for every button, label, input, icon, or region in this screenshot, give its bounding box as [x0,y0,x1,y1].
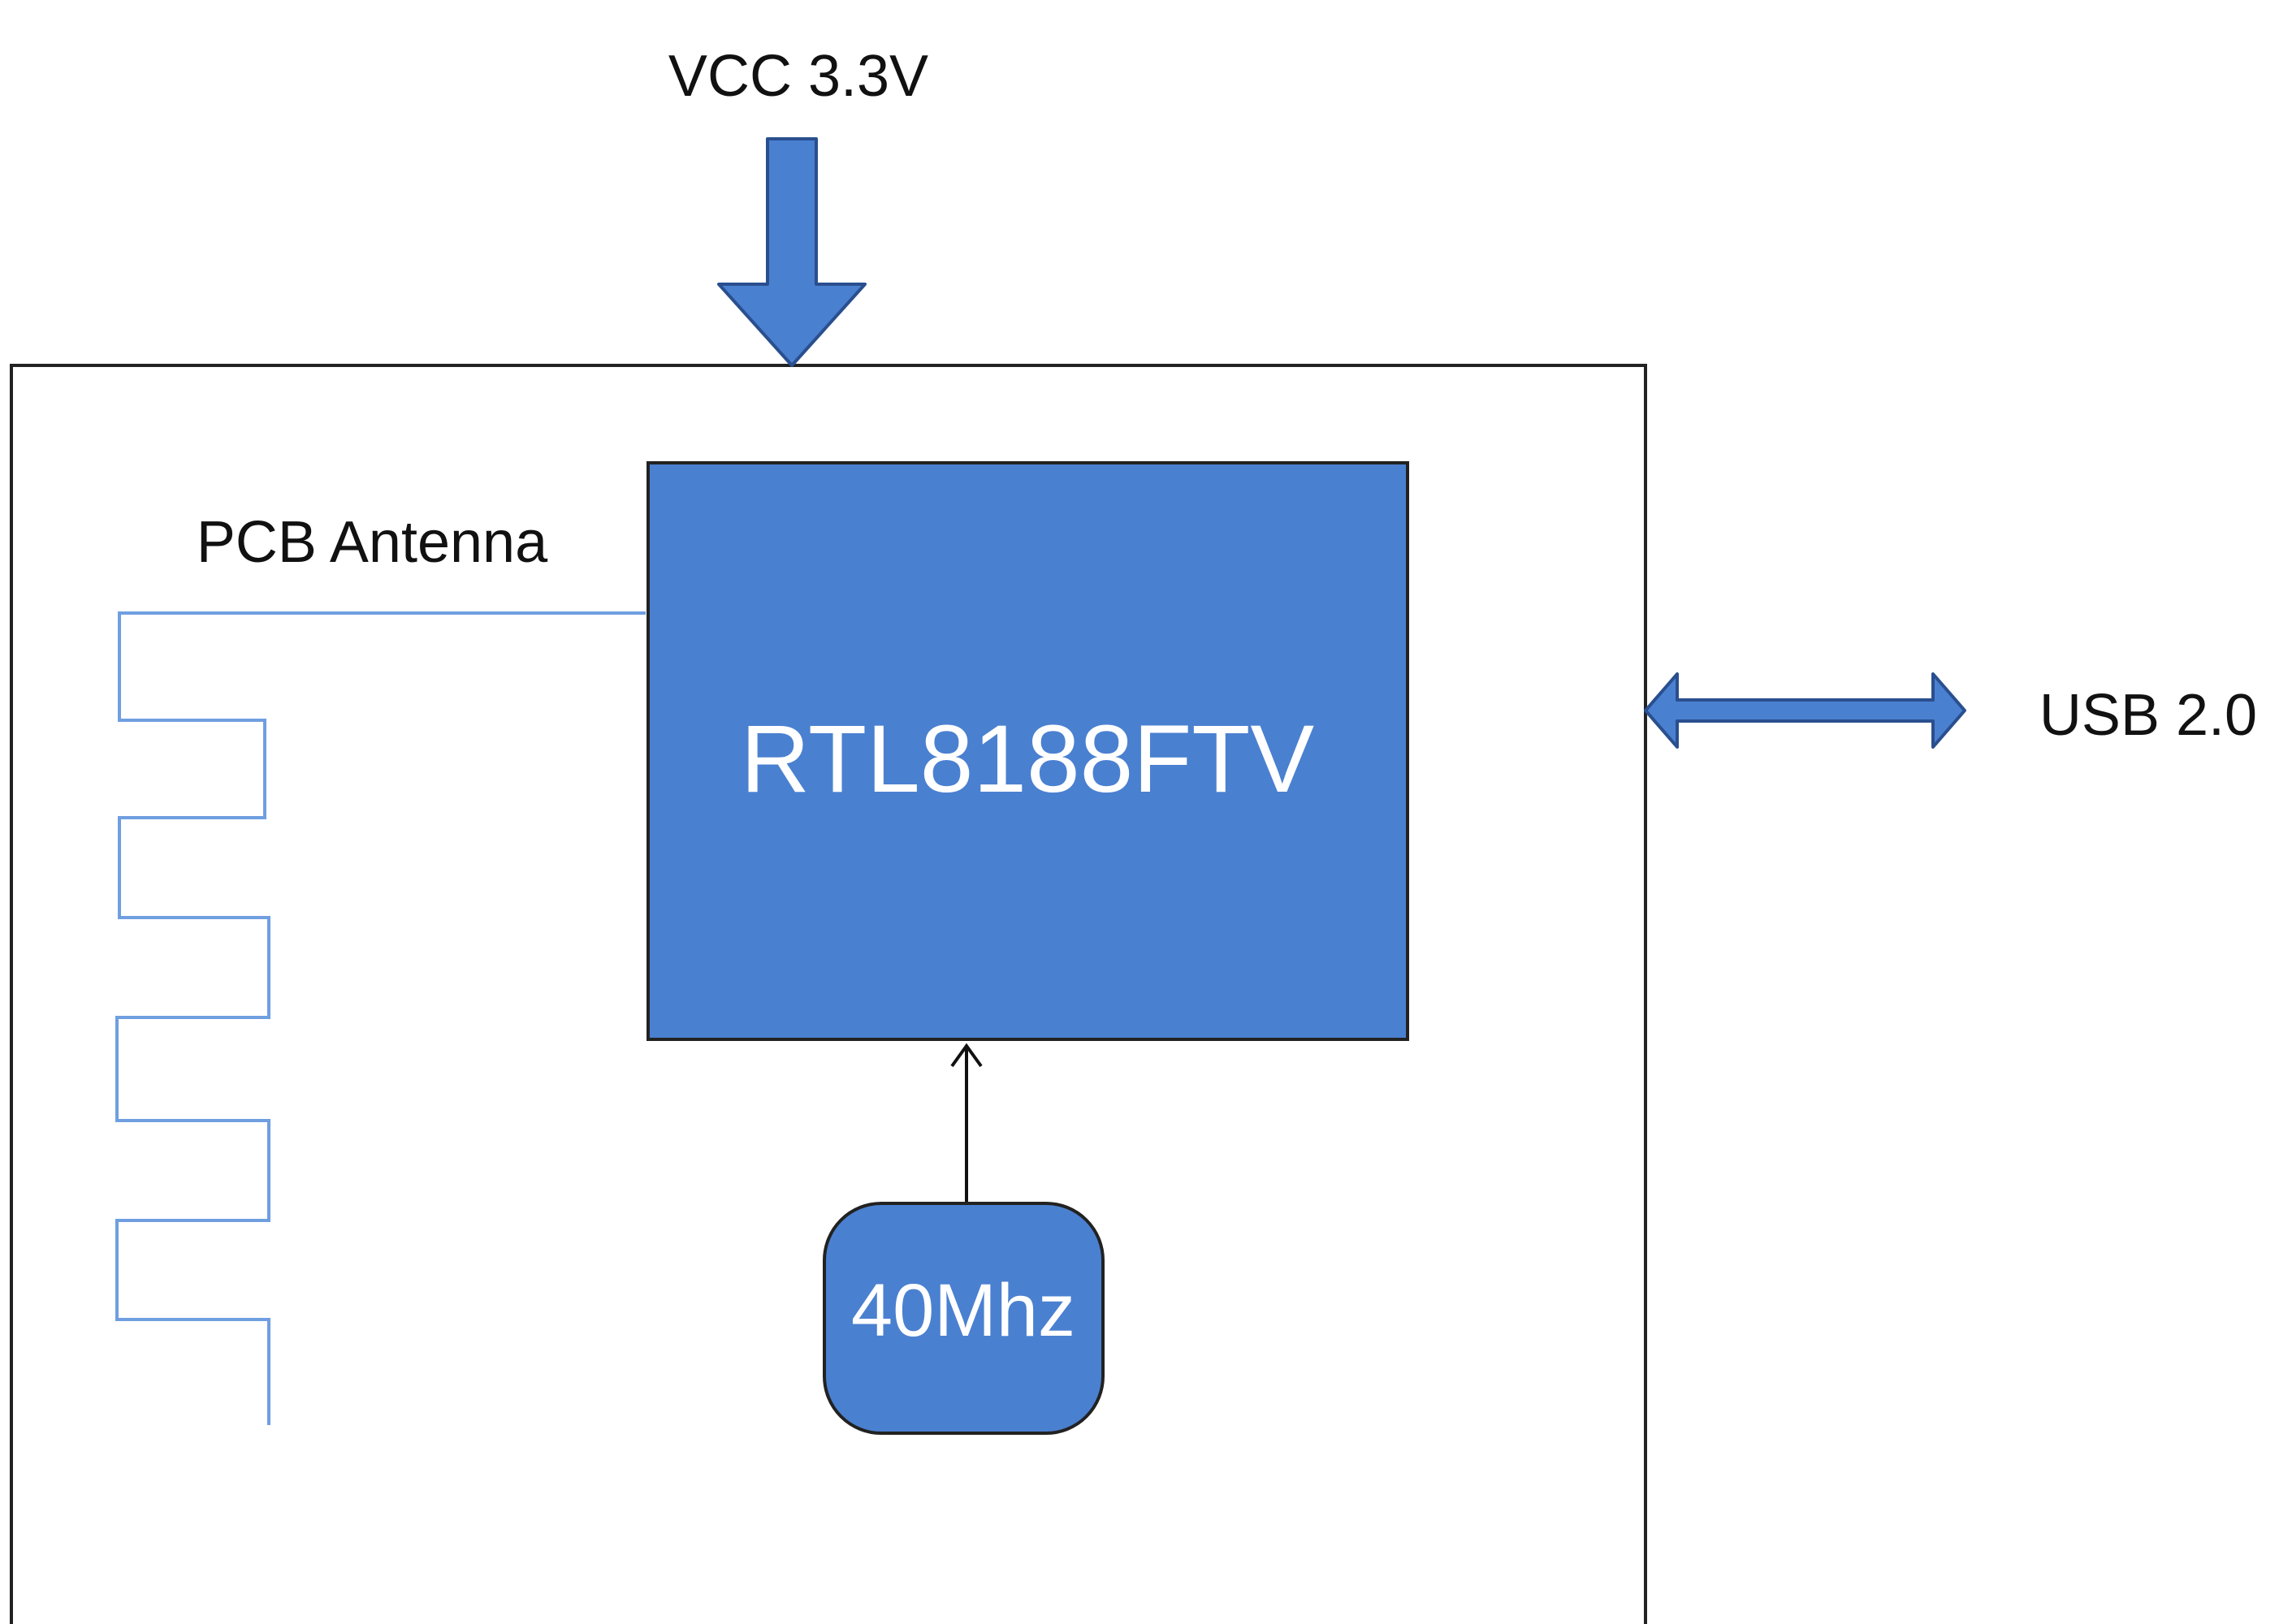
usb-label: USB 2.0 [2039,683,2257,748]
power-down-arrow-icon [717,137,867,367]
pcb-antenna-label: PCB Antenna [197,510,548,575]
chip-block [647,461,1409,1041]
crystal-block [823,1202,1105,1435]
pcb-antenna-trace [115,611,646,1425]
chip-label: RTL8188FTV [741,706,1314,813]
usb-bidirectional-arrow-icon [1644,672,1966,749]
crystal-label: 40Mhz [851,1269,1075,1352]
vcc-label: VCC 3.3V [668,44,928,109]
clock-up-arrow-icon [950,1043,983,1068]
